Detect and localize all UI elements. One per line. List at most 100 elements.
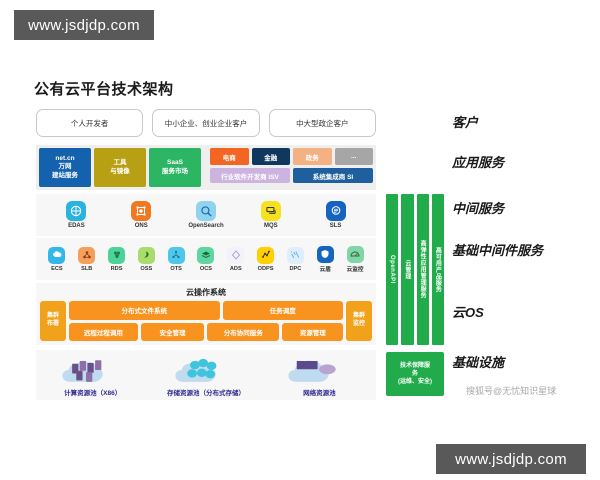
- infrastructure-band: 计算资源池（X86） 存储资源池（分布式存储） 网络资源池: [36, 350, 376, 400]
- app-tile-line: SaaS: [167, 159, 183, 167]
- middleware-item-0[interactable]: EDAS: [44, 201, 109, 229]
- cloud-os-title: 云操作系统: [186, 288, 226, 297]
- cloud-os-tile-1-3[interactable]: 资源管理: [282, 322, 343, 341]
- base-middleware-item-10[interactable]: 云监控: [340, 245, 370, 273]
- industry-tile-3[interactable]: ...: [334, 148, 373, 165]
- cloud-os-tile-0-0[interactable]: 分布式文件系统: [69, 301, 220, 320]
- edas-icon: [66, 201, 87, 221]
- base-middleware-item-5[interactable]: OCS: [191, 246, 221, 272]
- cloud-os-row-2: 远程过程调用安全管理分布协同服务资源管理: [69, 322, 343, 341]
- ots-icon: [167, 246, 185, 264]
- middleware-label-0: EDAS: [68, 223, 85, 229]
- base-middleware-item-9[interactable]: 云盾: [310, 245, 340, 273]
- yundun-shield-icon: [316, 245, 334, 263]
- cloud-os-tile-1-2[interactable]: 分布协同服务: [207, 322, 280, 341]
- industry-tile-0[interactable]: 电商: [210, 148, 249, 165]
- application-industry-row: 电商金融政务...: [210, 148, 373, 165]
- base-middleware-item-0[interactable]: ECS: [42, 246, 72, 272]
- sls-icon: [325, 201, 346, 221]
- tech-support-line2: 务: [411, 370, 418, 377]
- layer-label-5: 基础设施: [452, 355, 505, 370]
- layer-label-0: 客户: [452, 115, 479, 130]
- watermark-bottom-text: www.jsdjdp.com: [455, 450, 567, 468]
- middleware-item-2[interactable]: OpenSearch: [174, 201, 239, 229]
- cluster-monitor-box: 集群监控: [346, 301, 372, 341]
- customer-box-0[interactable]: 个人开发者: [36, 109, 144, 137]
- rds-icon: [108, 246, 126, 264]
- infrastructure-label-0: 计算资源池（X86）: [64, 389, 122, 397]
- middleware-item-1[interactable]: ONS: [109, 201, 174, 229]
- storage-pool-icon: [175, 358, 217, 382]
- middleware-service-band: EDAS ONS OpenSearch MQS SLS: [36, 194, 376, 236]
- base-middleware-label-7: ODPS: [257, 265, 274, 272]
- ocs-icon: [197, 246, 215, 264]
- middleware-item-4[interactable]: SLS: [303, 201, 368, 229]
- base-middleware-label-4: OTS: [170, 265, 182, 272]
- base-middleware-item-6[interactable]: ADS: [221, 246, 251, 272]
- base-middleware-item-2[interactable]: RDS: [102, 246, 132, 272]
- layer-label-1: 应用服务: [452, 155, 505, 170]
- base-middleware-item-4[interactable]: OTS: [161, 246, 191, 272]
- cloud-os-tile-1-1[interactable]: 安全管理: [140, 322, 205, 341]
- green-bar-label-3: 高可用产品服务: [434, 246, 441, 293]
- partner-tile-1[interactable]: 系统集成商 SI: [293, 168, 373, 183]
- cloud-os-band: 云操作系统 集群布署 分布式文件系统任务调度 远程过程调用安全管理分布协同服务资…: [36, 283, 376, 345]
- app-tile-line: net.cn: [55, 155, 75, 163]
- network-pool-icon: [288, 360, 337, 382]
- tech-support-line1: 技术保障服: [399, 362, 430, 369]
- infrastructure-item-1[interactable]: 存储资源池（分布式存储）: [149, 354, 262, 397]
- base-middleware-label-2: RDS: [110, 265, 123, 272]
- green-bar-3[interactable]: 高可用产品服务: [431, 194, 444, 345]
- green-bar-label-1: 云管理: [403, 259, 410, 280]
- watermark-bottom: www.jsdjdp.com: [436, 444, 586, 474]
- opensearch-icon: [195, 201, 216, 221]
- base-middleware-item-8[interactable]: DPC: [281, 246, 311, 272]
- infrastructure-item-0[interactable]: 计算资源池（X86）: [36, 354, 149, 397]
- base-middleware-item-1[interactable]: SLB: [72, 246, 102, 272]
- source-watermark: 搜狐号@无忧知识星球: [466, 386, 557, 396]
- oss-icon: [137, 246, 155, 264]
- ecs-cloud-icon: [48, 246, 66, 264]
- customer-box-2[interactable]: 中大型政企客户: [268, 109, 376, 137]
- app-tile-line: 工具: [113, 159, 127, 167]
- middleware-label-3: MQS: [263, 223, 278, 229]
- industry-tile-1[interactable]: 金融: [251, 148, 290, 165]
- ads-icon: [227, 246, 245, 264]
- infrastructure-item-2[interactable]: 网络资源池: [263, 354, 376, 397]
- customer-box-1[interactable]: 中小企业、创业企业客户: [152, 109, 260, 137]
- green-vertical-bars: OpenAPI 云管理 高弹性应用管理服务 高可用产品服务: [386, 194, 444, 345]
- green-bar-label-2: 高弹性应用管理服务: [419, 240, 426, 299]
- customer-row: 个人开发者中小企业、创业企业客户中大型政企客户: [36, 109, 376, 137]
- green-bar-0[interactable]: OpenAPI: [386, 194, 399, 345]
- base-middleware-label-8: DPC: [289, 265, 302, 272]
- page-title: 公有云平台技术架构: [34, 81, 174, 98]
- base-middleware-label-10: 云监控: [346, 266, 364, 273]
- industry-tile-2[interactable]: 政务: [293, 148, 332, 165]
- watermark-top-text: www.jsdjdp.com: [28, 16, 140, 34]
- mqs-icon: [260, 201, 281, 221]
- ons-icon: [131, 201, 152, 221]
- app-tile-1[interactable]: 工具与镜像: [94, 148, 146, 187]
- compute-pool-icon: [62, 359, 103, 382]
- green-bar-1[interactable]: 云管理: [401, 194, 414, 345]
- odps-icon: [257, 246, 275, 264]
- cloud-os-tile-0-1[interactable]: 任务调度: [222, 301, 343, 320]
- yunjiankong-icon: [346, 245, 364, 263]
- layer-label-4: 云OS: [452, 305, 484, 320]
- cloud-os-tile-1-0[interactable]: 远程过程调用: [69, 322, 138, 341]
- base-middleware-label-1: SLB: [81, 265, 93, 272]
- infrastructure-label-1: 存储资源池（分布式存储）: [166, 389, 245, 397]
- middleware-label-1: ONS: [134, 223, 148, 229]
- base-middleware-item-7[interactable]: ODPS: [251, 246, 281, 272]
- middleware-item-3[interactable]: MQS: [238, 201, 303, 229]
- partner-tile-0[interactable]: 行业软件开发商 ISV: [210, 168, 290, 183]
- green-bar-2[interactable]: 高弹性应用管理服务: [416, 194, 429, 345]
- infrastructure-label-2: 网络资源池: [303, 389, 336, 397]
- base-middleware-item-3[interactable]: OSS: [131, 246, 161, 272]
- tech-support-box: 技术保障服 务 (运维、安全): [386, 352, 444, 396]
- middleware-label-2: OpenSearch: [188, 223, 224, 229]
